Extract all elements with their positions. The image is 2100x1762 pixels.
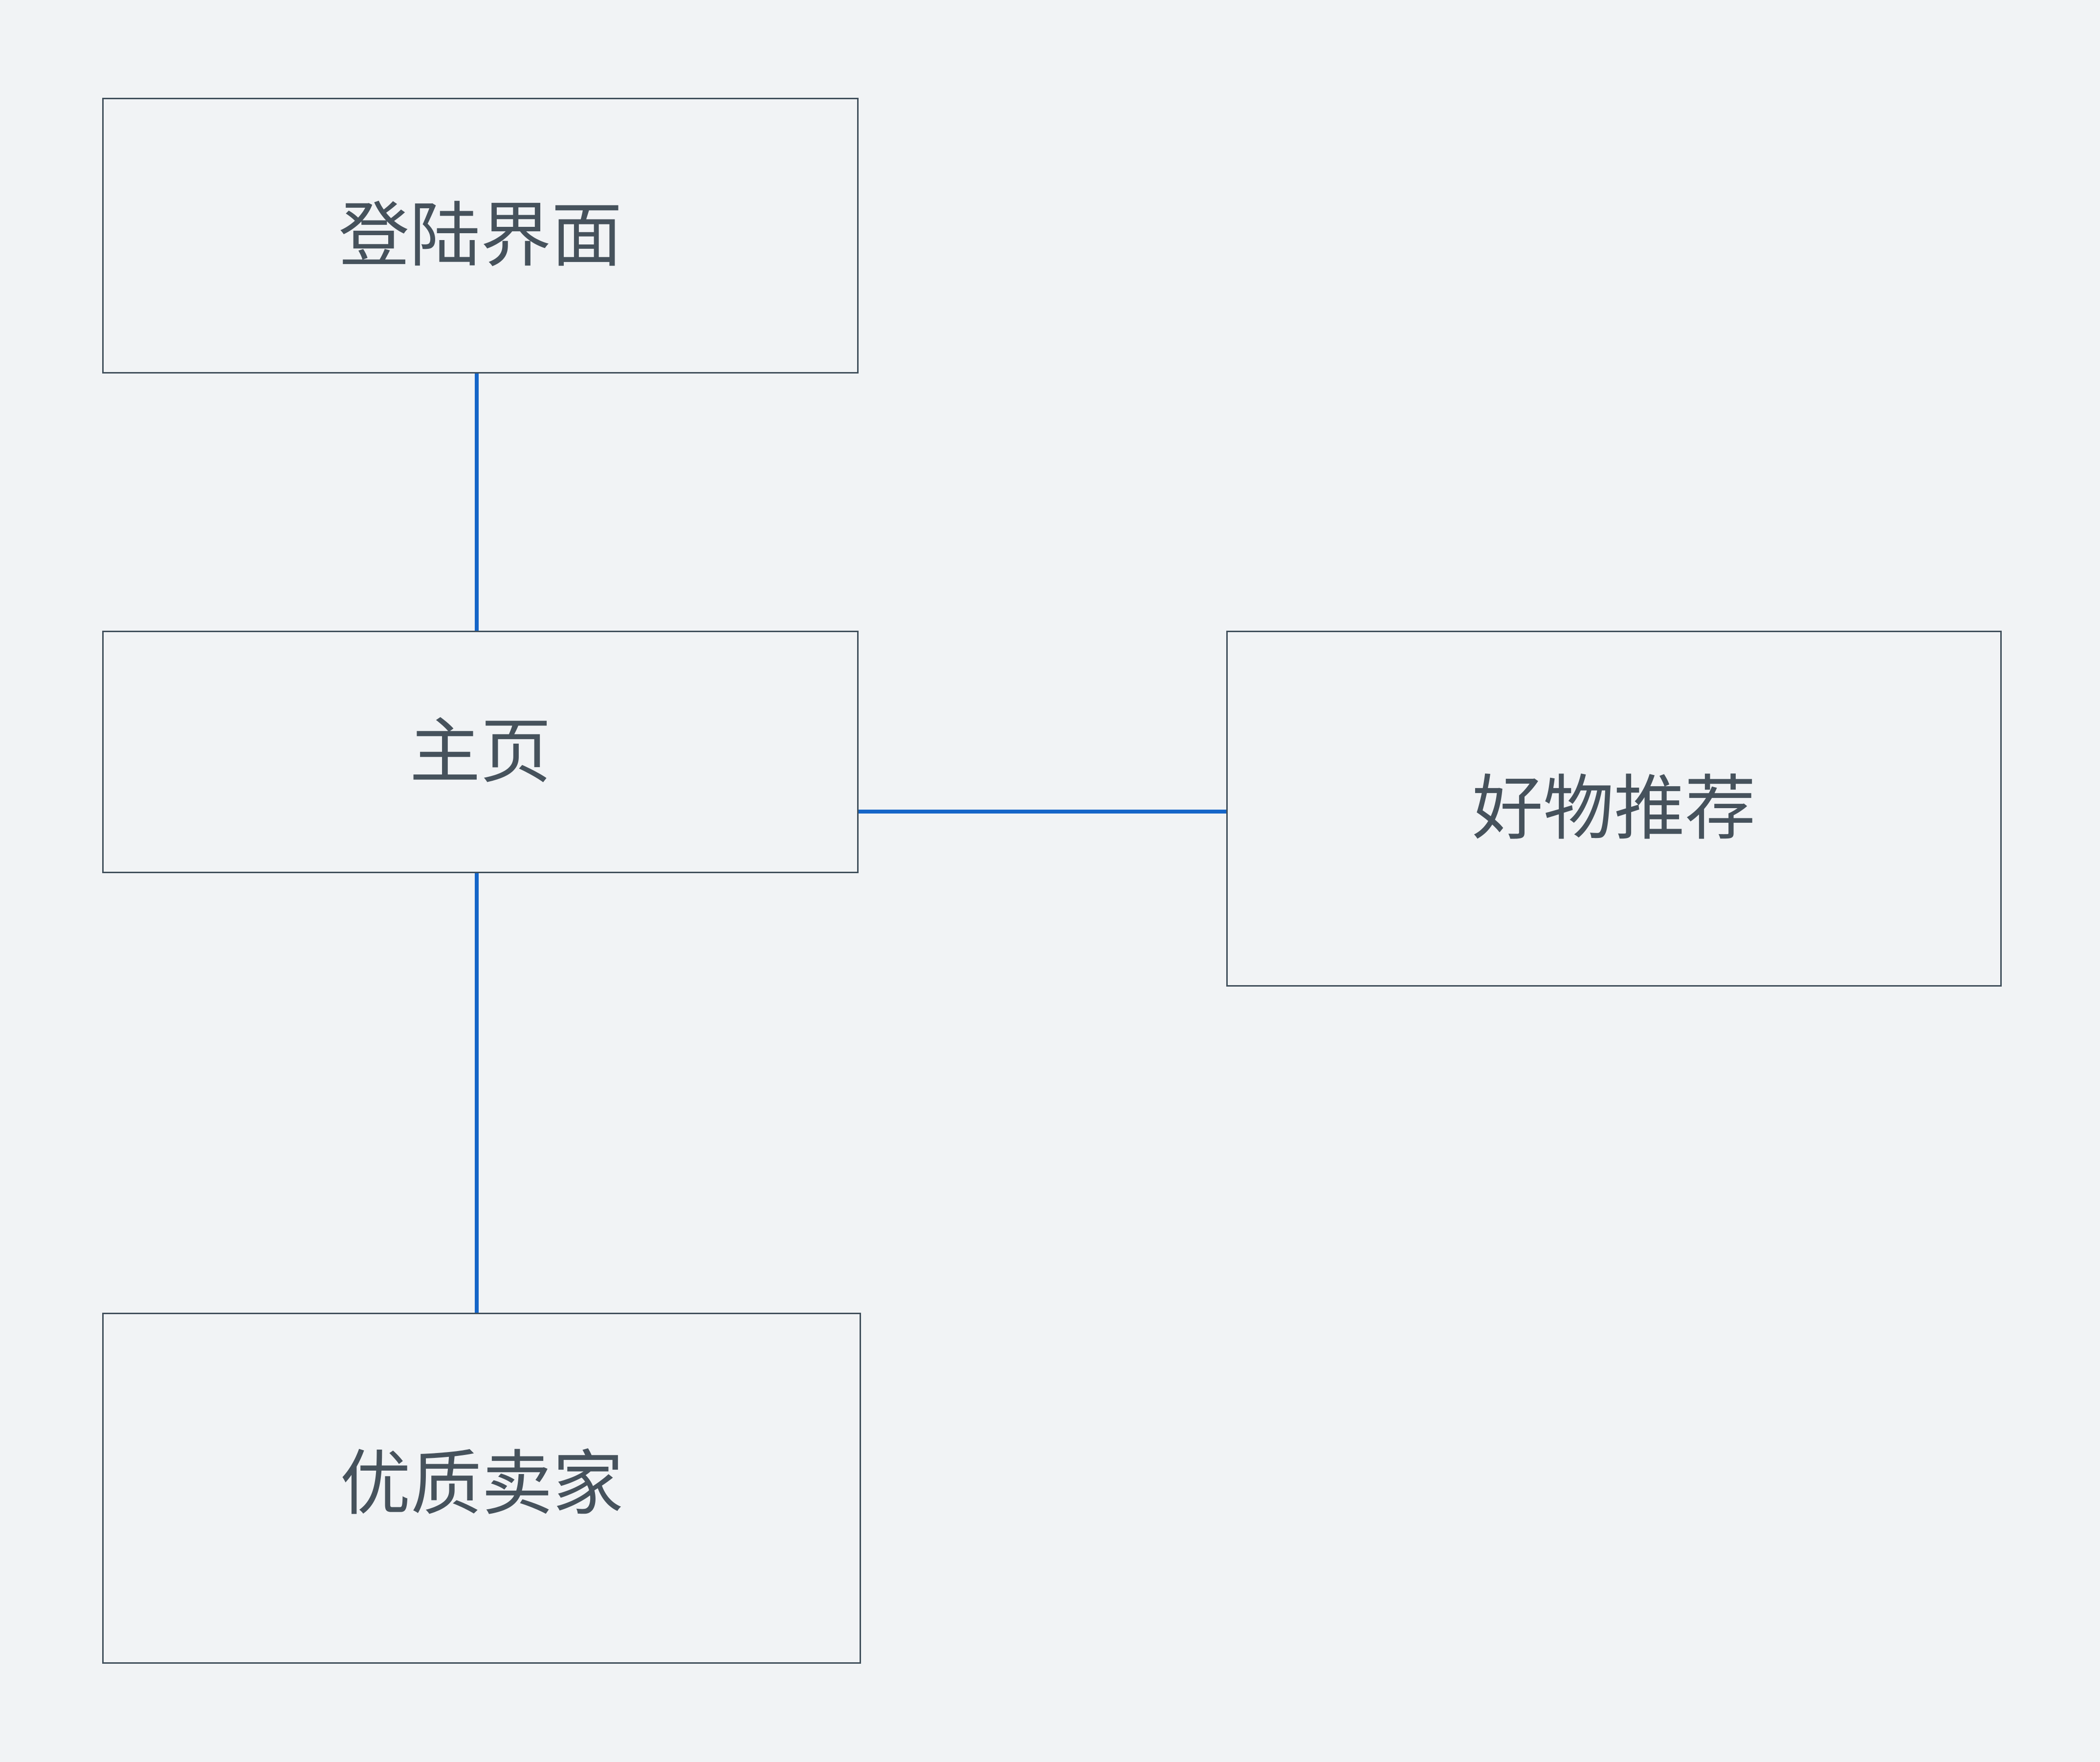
node-home-page[interactable]: 主页 bbox=[102, 631, 859, 873]
node-login-screen-label: 登陆界面 bbox=[338, 196, 622, 275]
node-product-recommendation[interactable]: 好物推荐 bbox=[1226, 631, 2002, 987]
node-login-screen[interactable]: 登陆界面 bbox=[102, 98, 859, 374]
edge-login-to-home[interactable] bbox=[475, 372, 479, 632]
edge-home-to-quality-seller[interactable] bbox=[475, 871, 479, 1314]
node-quality-seller-label: 优质卖家 bbox=[340, 1444, 623, 1523]
node-quality-seller[interactable]: 优质卖家 bbox=[102, 1313, 861, 1664]
node-home-page-label: 主页 bbox=[409, 712, 552, 792]
node-product-recommendation-label: 好物推荐 bbox=[1472, 769, 1756, 848]
edge-home-to-recommend[interactable] bbox=[857, 810, 1228, 814]
